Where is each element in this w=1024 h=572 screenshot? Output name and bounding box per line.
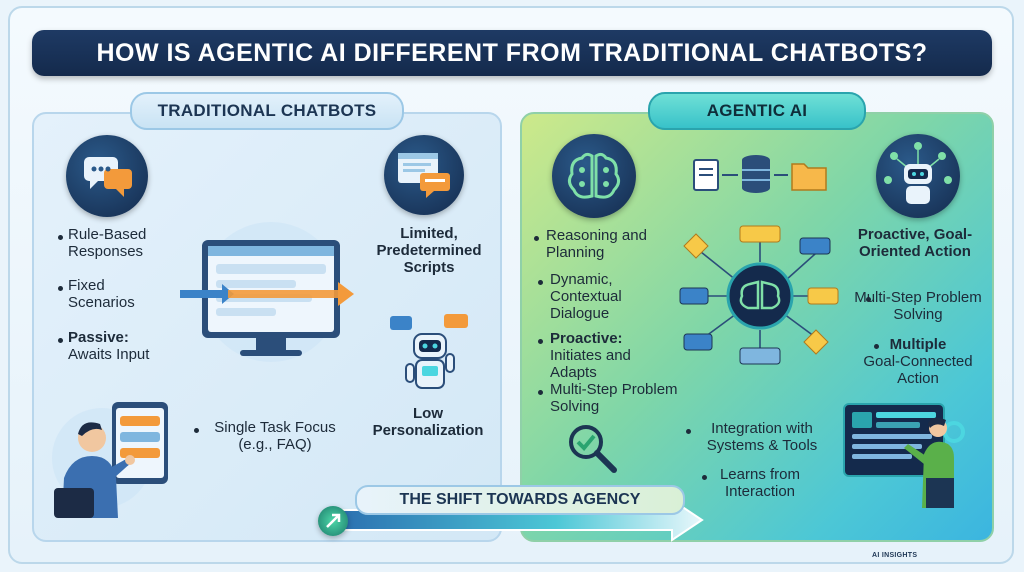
page-title: HOW IS AGENTIC AI DIFFERENT FROM TRADITI… [96,38,928,67]
bullet-passive: Passive:Awaits Input [68,329,188,363]
low-personalization-label: Low Personalization [372,405,484,439]
bullet-dot [534,236,539,241]
watermark-logo: AI INSIGHTS [872,552,918,559]
bullet-dot [702,475,707,480]
bullet-dot [194,428,199,433]
browser-window-icon [384,135,464,215]
dashboard-icon [842,398,978,508]
multiple-label: Multiple [889,336,947,353]
document-icon [693,159,719,191]
bullet-dot [538,280,543,285]
workflow-network [676,200,844,370]
bullet-dot [58,338,63,343]
database-icon [742,155,770,193]
bullet-dynamic: Dynamic, Contextual Dialogue [550,271,622,322]
magnifier-check-icon [564,420,620,476]
goal-oriented-label: Proactive, Goal-Oriented Action [857,226,973,260]
proactive-label: Proactive: [550,330,623,347]
bullet-reasoning: Reasoning and Planning [546,227,647,261]
bullet-dot [538,339,543,344]
arrow-icon [318,506,348,536]
passive-label: Passive: [68,329,129,346]
proactive-text: Initiates and Adapts [550,347,631,381]
bullet-dot [866,297,871,302]
bullet-dot [58,235,63,240]
chat-bubbles-icon [66,135,148,217]
bullet-integration: Integration with Systems & Tools [706,420,818,454]
bullet-learns: Learns from Interaction [719,466,801,500]
bullet-dot [58,286,63,291]
bullet-rule-based: Rule-Based Responses [68,226,147,260]
bullet-single-task: Single Task Focus (e.g., FAQ) [214,419,336,453]
passive-text: Awaits Input [68,346,150,363]
robot-icon [384,312,474,402]
bullet-multistep: Multi-Step Problem Solving [550,381,678,415]
limited-scripts-label: Limited, Predetermined Scripts [376,225,482,276]
robot-network-icon [876,134,960,218]
person-icon [52,398,192,518]
multiple-text: Goal-Connected Action [863,353,973,387]
brain-circuit-icon [552,134,636,218]
shift-label: THE SHIFT TOWARDS AGENCY [355,485,685,515]
bullet-dot [538,390,543,395]
bullet-dot [686,429,691,434]
bullet-proactive: Proactive:Initiates and Adapts [550,330,660,381]
tools-row [690,150,830,200]
folder-icon [791,163,827,191]
title-banner: HOW IS AGENTIC AI DIFFERENT FROM TRADITI… [32,30,992,76]
monitor-icon [176,222,356,362]
bullet-dot [874,344,879,349]
bullet-fixed-scenarios: Fixed Scenarios [68,277,135,311]
agentic-header: AGENTIC AI [648,92,866,130]
traditional-header: TRADITIONAL CHATBOTS [130,92,404,130]
multistep-right: Multi-Step Problem Solving [854,289,982,323]
